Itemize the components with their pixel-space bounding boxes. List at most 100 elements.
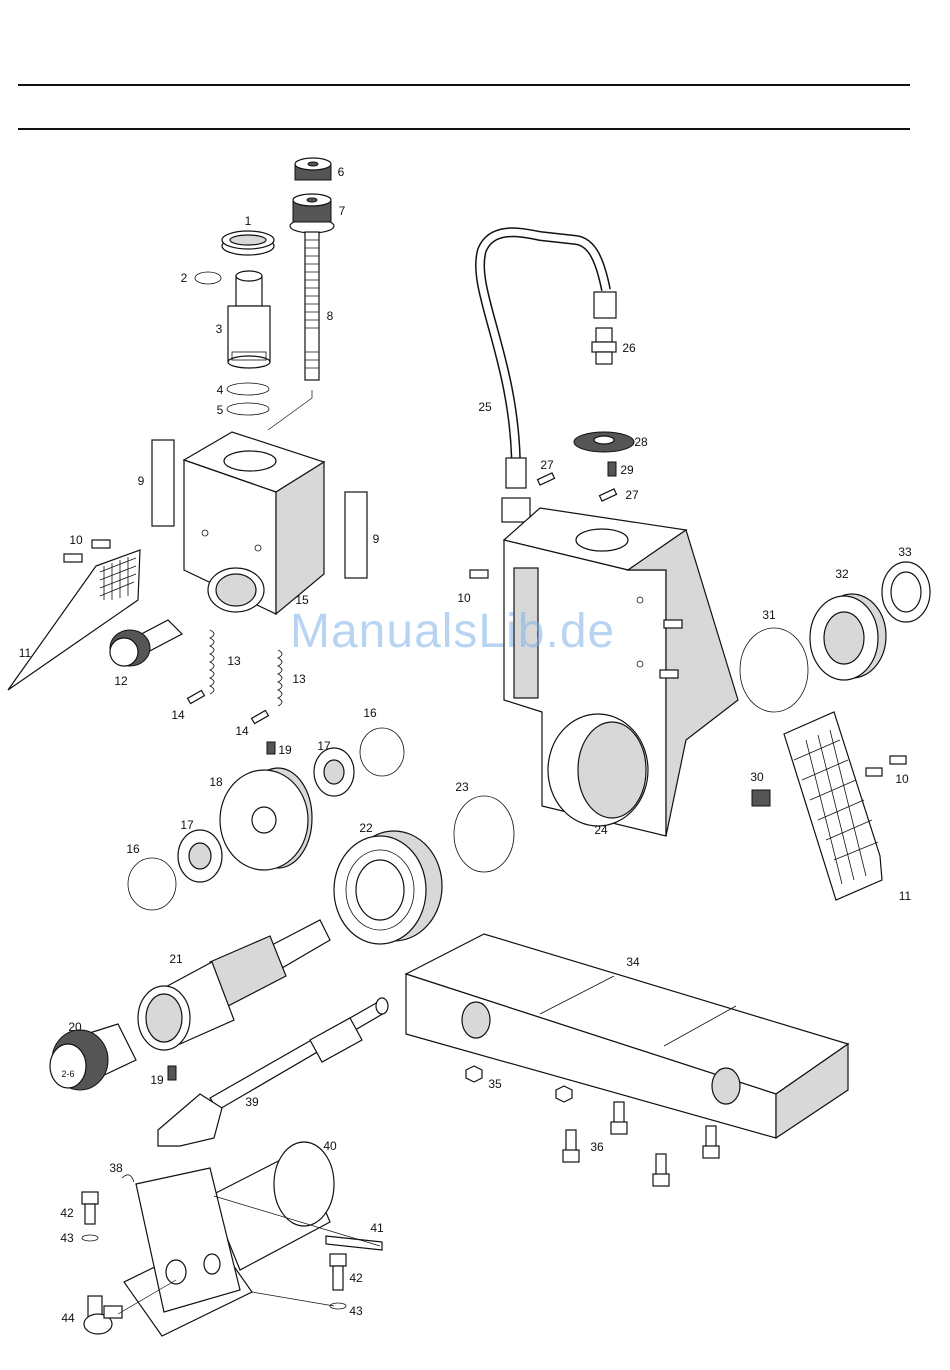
callout-42-left: 42 bbox=[60, 1207, 73, 1219]
callout-35: 35 bbox=[488, 1078, 501, 1090]
callout-22: 22 bbox=[359, 822, 372, 834]
part-pin-14a bbox=[188, 690, 205, 703]
callout-12: 12 bbox=[114, 675, 127, 687]
callout-30: 30 bbox=[750, 771, 763, 783]
part-pin-27b bbox=[599, 489, 616, 501]
callout-17-left: 17 bbox=[180, 819, 193, 831]
callout-10-right: 10 bbox=[895, 773, 908, 785]
part-mesh-strip-left bbox=[8, 550, 140, 690]
callout-27-left: 27 bbox=[540, 459, 553, 471]
callout-2: 2 bbox=[181, 272, 188, 284]
callout-17-right: 17 bbox=[317, 740, 330, 752]
callout-27-right: 27 bbox=[625, 489, 638, 501]
callout-25: 25 bbox=[478, 401, 491, 413]
part-clip-38 bbox=[122, 1175, 134, 1182]
callout-23: 23 bbox=[455, 781, 468, 793]
part-circlip-small bbox=[195, 272, 221, 284]
callout-9-right: 9 bbox=[373, 533, 380, 545]
part-circlip-16a bbox=[360, 728, 404, 776]
callout-11-left: 11 bbox=[19, 647, 31, 659]
callout-21: 21 bbox=[169, 953, 182, 965]
callout-8: 8 bbox=[327, 310, 334, 322]
part-knurled-cap bbox=[295, 158, 331, 180]
callout-44: 44 bbox=[61, 1312, 74, 1324]
part-knurled-knob-20 bbox=[50, 1024, 136, 1090]
callout-3: 3 bbox=[216, 323, 223, 335]
callout-34: 34 bbox=[626, 956, 639, 968]
part-set-screw-29 bbox=[608, 462, 616, 476]
callout-20: 20 bbox=[68, 1021, 81, 1033]
part-pin-27a bbox=[537, 473, 554, 485]
callout-1: 1 bbox=[245, 215, 252, 227]
part-large-bearing bbox=[334, 831, 442, 944]
watermark-text: ManualsLib.de bbox=[290, 604, 615, 659]
callout-4: 4 bbox=[217, 384, 224, 396]
callout-6: 6 bbox=[338, 166, 345, 178]
part-washer-43a bbox=[82, 1235, 98, 1241]
callout-14-left: 14 bbox=[171, 709, 184, 721]
part-pin-14b bbox=[252, 710, 269, 723]
callout-43-left: 43 bbox=[60, 1232, 73, 1244]
callout-16-right: 16 bbox=[363, 707, 376, 719]
callout-19-bottom: 19 bbox=[150, 1074, 163, 1086]
callout-16-left: 16 bbox=[126, 843, 139, 855]
callout-43-right: 43 bbox=[349, 1305, 362, 1317]
callout-24: 24 bbox=[594, 824, 607, 836]
callout-39: 39 bbox=[245, 1096, 258, 1108]
callout-7: 7 bbox=[339, 205, 346, 217]
callout-41: 41 bbox=[370, 1222, 383, 1234]
part-side-plate-left bbox=[152, 440, 174, 526]
callout-9-left: 9 bbox=[138, 475, 145, 487]
part-knob-12 bbox=[110, 620, 182, 666]
callout-13-right: 13 bbox=[292, 673, 305, 685]
part-fitting-30 bbox=[752, 790, 770, 806]
part-bearing-17b bbox=[178, 830, 222, 882]
part-threaded-rod bbox=[268, 232, 319, 430]
part-nut-35a bbox=[466, 1066, 482, 1082]
callout-32: 32 bbox=[835, 568, 848, 580]
part-shaft bbox=[138, 920, 330, 1050]
part-set-screw-19a bbox=[267, 742, 275, 754]
part-circlip-23 bbox=[454, 796, 514, 872]
callout-38: 38 bbox=[109, 1162, 122, 1174]
part-side-plate-right bbox=[345, 492, 367, 578]
part-elbow-fitting bbox=[84, 1296, 122, 1334]
callout-10-left: 10 bbox=[69, 534, 82, 546]
callout-11-right: 11 bbox=[899, 890, 911, 902]
part-ring bbox=[222, 231, 274, 255]
callout-26: 26 bbox=[622, 342, 635, 354]
callout-31: 31 bbox=[762, 609, 775, 621]
part-main-housing bbox=[504, 508, 738, 836]
callout-14-right: 14 bbox=[235, 725, 248, 737]
callout-15: 15 bbox=[295, 594, 308, 606]
callout-18: 18 bbox=[209, 776, 222, 788]
part-nut-35b bbox=[556, 1086, 572, 1102]
part-circlip-31 bbox=[740, 628, 808, 712]
callout-13-left: 13 bbox=[227, 655, 240, 667]
part-bearing-32 bbox=[810, 594, 886, 680]
part-knurled-knob bbox=[290, 194, 334, 233]
part-nut-ring-33 bbox=[882, 562, 930, 622]
part-sleeve bbox=[228, 271, 270, 368]
knob-marking: 2-6 bbox=[61, 1068, 74, 1080]
part-set-screw-19b bbox=[168, 1066, 176, 1080]
callout-5: 5 bbox=[217, 404, 224, 416]
callout-19-top: 19 bbox=[278, 744, 291, 756]
callout-29: 29 bbox=[620, 464, 633, 476]
part-bearing-17a bbox=[314, 748, 354, 796]
part-circlip-16b bbox=[128, 858, 176, 910]
part-mesh-strip-right bbox=[784, 712, 882, 900]
callout-10-housing: 10 bbox=[457, 592, 470, 604]
callout-33: 33 bbox=[898, 546, 911, 558]
callout-36: 36 bbox=[590, 1141, 603, 1153]
part-fitting-26 bbox=[592, 328, 616, 364]
part-o-ring-5 bbox=[227, 403, 269, 415]
part-housing-block bbox=[184, 432, 324, 614]
callout-42-right: 42 bbox=[349, 1272, 362, 1284]
part-springs bbox=[210, 630, 282, 706]
callout-40: 40 bbox=[323, 1140, 336, 1152]
part-flange-28 bbox=[574, 432, 634, 452]
part-o-ring-4 bbox=[227, 383, 269, 395]
callout-28: 28 bbox=[634, 436, 647, 448]
